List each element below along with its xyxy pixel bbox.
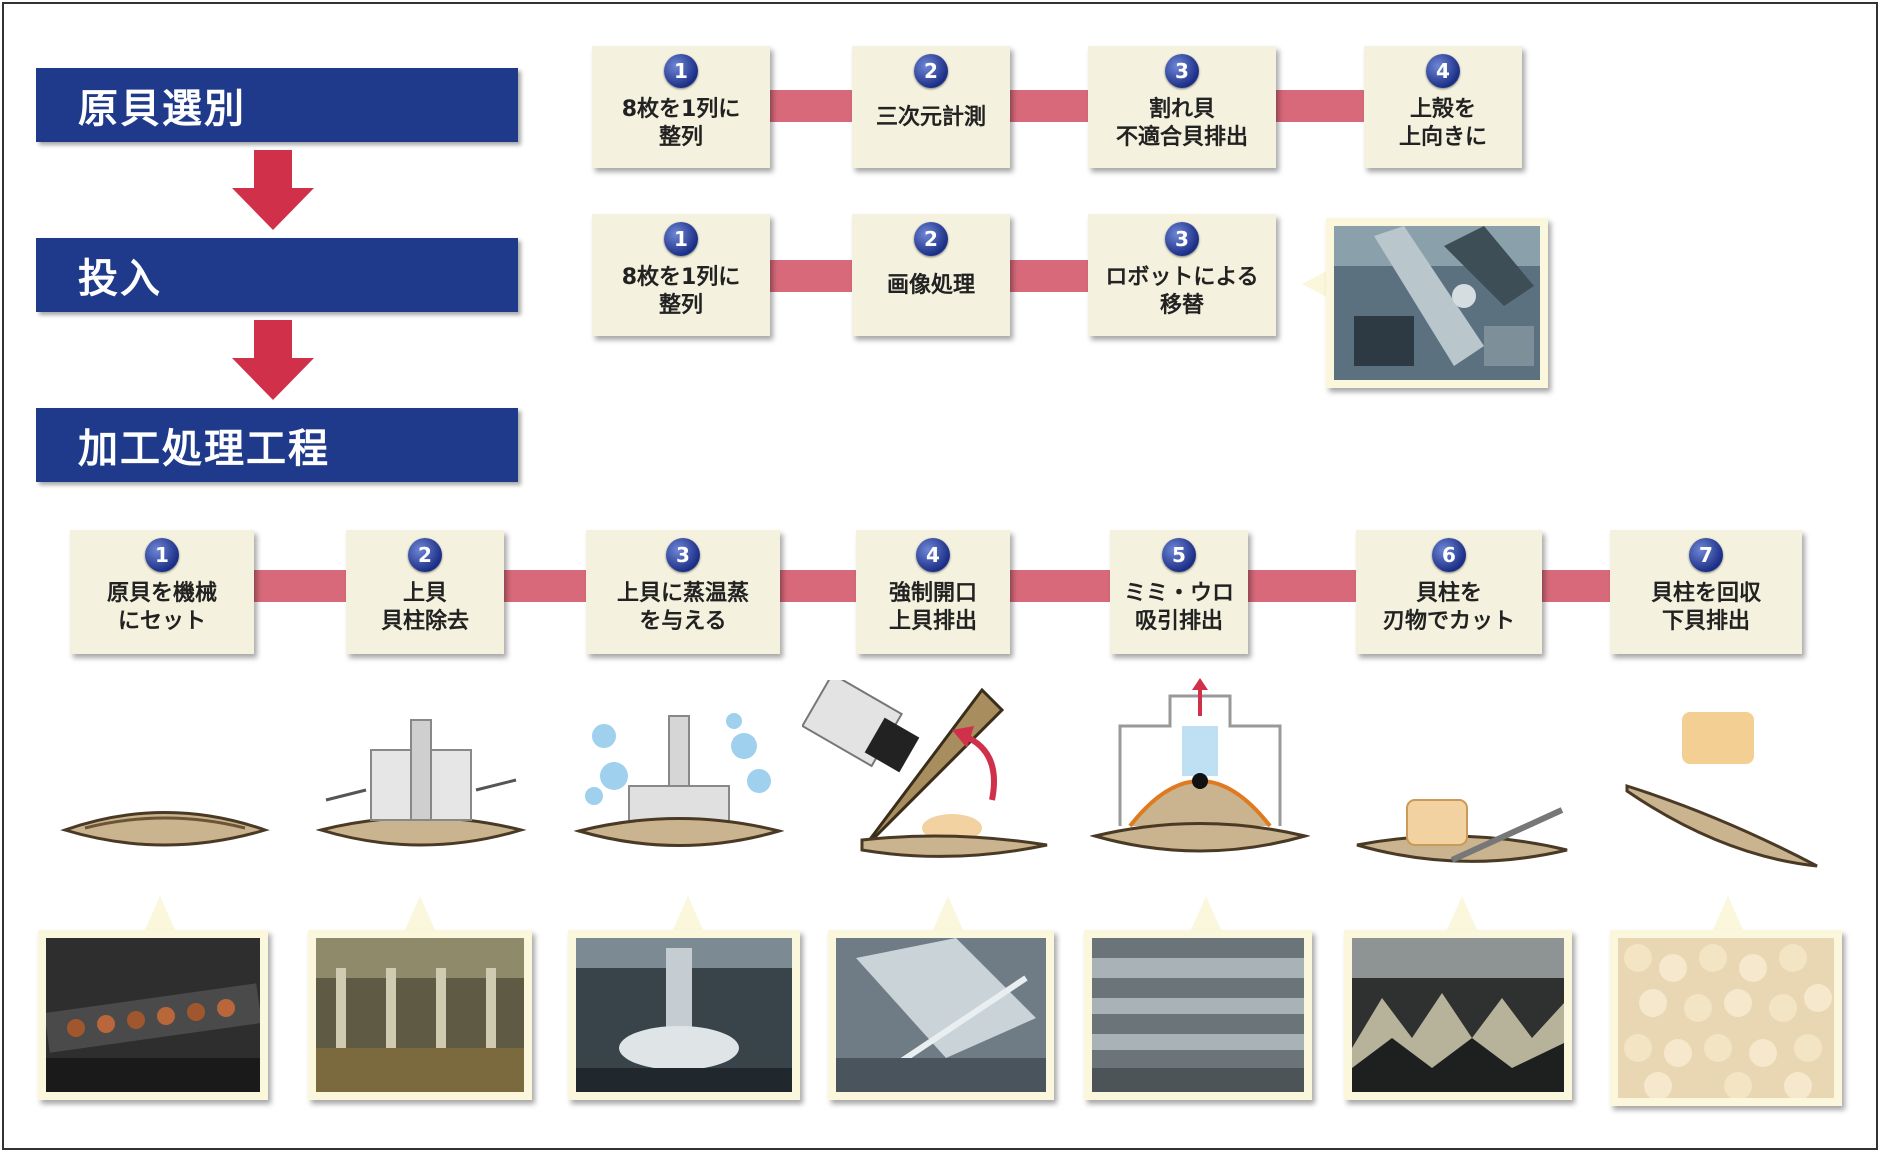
shell-on-machine-illustration xyxy=(60,811,270,847)
connector xyxy=(780,570,856,602)
connector xyxy=(1542,570,1610,602)
row2-step-3: 3 ロボットによる 移替 xyxy=(1088,214,1276,336)
opening-machine-image xyxy=(836,938,1046,1092)
step-number-badge: 3 xyxy=(666,538,700,572)
step-number-badge: 3 xyxy=(1165,222,1199,256)
step-number-badge: 1 xyxy=(664,54,698,88)
step-number-badge: 6 xyxy=(1432,538,1466,572)
step-number-badge: 5 xyxy=(1162,538,1196,572)
step-label: 貝柱を 刃物でカット xyxy=(1382,581,1515,634)
connector xyxy=(770,90,852,122)
step-number-badge: 1 xyxy=(145,538,179,572)
stage-input: 投入 xyxy=(36,238,518,312)
conveyor-shells-image xyxy=(44,938,262,1092)
step-number-badge: 4 xyxy=(1426,54,1460,88)
robot-photo xyxy=(1326,218,1548,388)
photo-step-5 xyxy=(1084,930,1312,1100)
step-number-badge: 2 xyxy=(914,54,948,88)
row1-step-4: 4 上殻を 上向きに xyxy=(1364,46,1522,168)
photo-step-7 xyxy=(1610,930,1842,1106)
collect-adductor-illustration xyxy=(1625,712,1818,868)
step-number-badge: 7 xyxy=(1689,538,1723,572)
callout-pointer xyxy=(404,896,436,932)
photo-step-2 xyxy=(308,930,532,1100)
connector xyxy=(1010,90,1088,122)
step-label: 8枚を1列に 整列 xyxy=(621,97,741,150)
row3-step-2: 2 上貝 貝柱除去 xyxy=(346,530,504,654)
connector xyxy=(254,570,346,602)
connector xyxy=(1010,570,1110,602)
row3-step-6: 6 貝柱を 刃物でカット xyxy=(1356,530,1542,654)
cut-shells-image xyxy=(1352,938,1564,1092)
photo-step-4 xyxy=(828,930,1054,1100)
callout-pointer xyxy=(1712,896,1744,932)
step-number-badge: 1 xyxy=(664,222,698,256)
steam-illustration xyxy=(574,713,784,847)
row1-step-2: 2 三次元計測 xyxy=(852,46,1010,168)
callout-pointer xyxy=(672,896,704,932)
row3-step-3: 3 上貝に蒸温蒸 を与える xyxy=(586,530,780,654)
callout-pointer xyxy=(1190,896,1222,932)
stage-processing: 加工処理工程 xyxy=(36,408,518,482)
stage-raw-shell-sorting: 原貝選別 xyxy=(36,68,518,142)
step-number-badge: 3 xyxy=(1165,54,1199,88)
cut-adductor-illustration xyxy=(1356,799,1568,863)
step-label: ロボットによる 移替 xyxy=(1105,265,1259,318)
adductor-pile-image xyxy=(1618,938,1834,1100)
step-label: 画像処理 xyxy=(886,273,975,298)
connector xyxy=(770,260,852,292)
row1-step-1: 1 8枚を1列に 整列 xyxy=(592,46,770,168)
step-number-badge: 2 xyxy=(914,222,948,256)
row2-step-1: 1 8枚を1列に 整列 xyxy=(592,214,770,336)
step-label: 貝柱を回収 下貝排出 xyxy=(1650,581,1761,634)
forced-opening-illustration xyxy=(802,680,1048,858)
row2-step-2: 2 画像処理 xyxy=(852,214,1010,336)
shell-removal-machine-image xyxy=(316,938,524,1092)
row1-step-3: 3 割れ貝 不適合貝排出 xyxy=(1088,46,1276,168)
photo-step-6 xyxy=(1344,930,1572,1100)
connector xyxy=(1276,90,1364,122)
suction-machine-image xyxy=(1092,938,1304,1092)
step-label: 強制開口 上貝排出 xyxy=(888,581,977,634)
photo-step-3 xyxy=(568,930,800,1100)
robot-arm-image xyxy=(1334,226,1540,380)
step-label: 上貝に蒸温蒸 を与える xyxy=(616,581,749,634)
step-number-badge: 4 xyxy=(916,538,950,572)
step-label: 8枚を1列に 整列 xyxy=(621,265,741,318)
connector xyxy=(1248,570,1356,602)
suction-illustration xyxy=(1090,678,1310,853)
down-arrow-icon xyxy=(232,320,314,400)
row3-step-1: 1 原貝を機械 にセット xyxy=(70,530,254,654)
steam-machine-image xyxy=(576,938,792,1092)
row3-step-5: 5 ミミ・ウロ 吸引排出 xyxy=(1110,530,1248,654)
connector xyxy=(1010,260,1088,292)
step-label: 割れ貝 不適合貝排出 xyxy=(1115,97,1248,150)
step-label: 三次元計測 xyxy=(875,105,986,130)
step-label: 原貝を機械 にセット xyxy=(106,581,217,634)
upper-shell-removal-illustration xyxy=(316,719,526,847)
step-label: 上殻を 上向きに xyxy=(1398,97,1487,150)
row3-step-4: 4 強制開口 上貝排出 xyxy=(856,530,1010,654)
step-label: 上貝 貝柱除去 xyxy=(380,581,469,634)
row3-step-7: 7 貝柱を回収 下貝排出 xyxy=(1610,530,1802,654)
connector xyxy=(504,570,586,602)
callout-pointer xyxy=(932,896,964,932)
step-number-badge: 2 xyxy=(408,538,442,572)
down-arrow-icon xyxy=(232,150,314,230)
callout-pointer xyxy=(144,896,176,932)
step-label: ミミ・ウロ 吸引排出 xyxy=(1123,581,1234,634)
photo-step-1 xyxy=(38,930,268,1100)
callout-pointer xyxy=(1446,896,1478,932)
